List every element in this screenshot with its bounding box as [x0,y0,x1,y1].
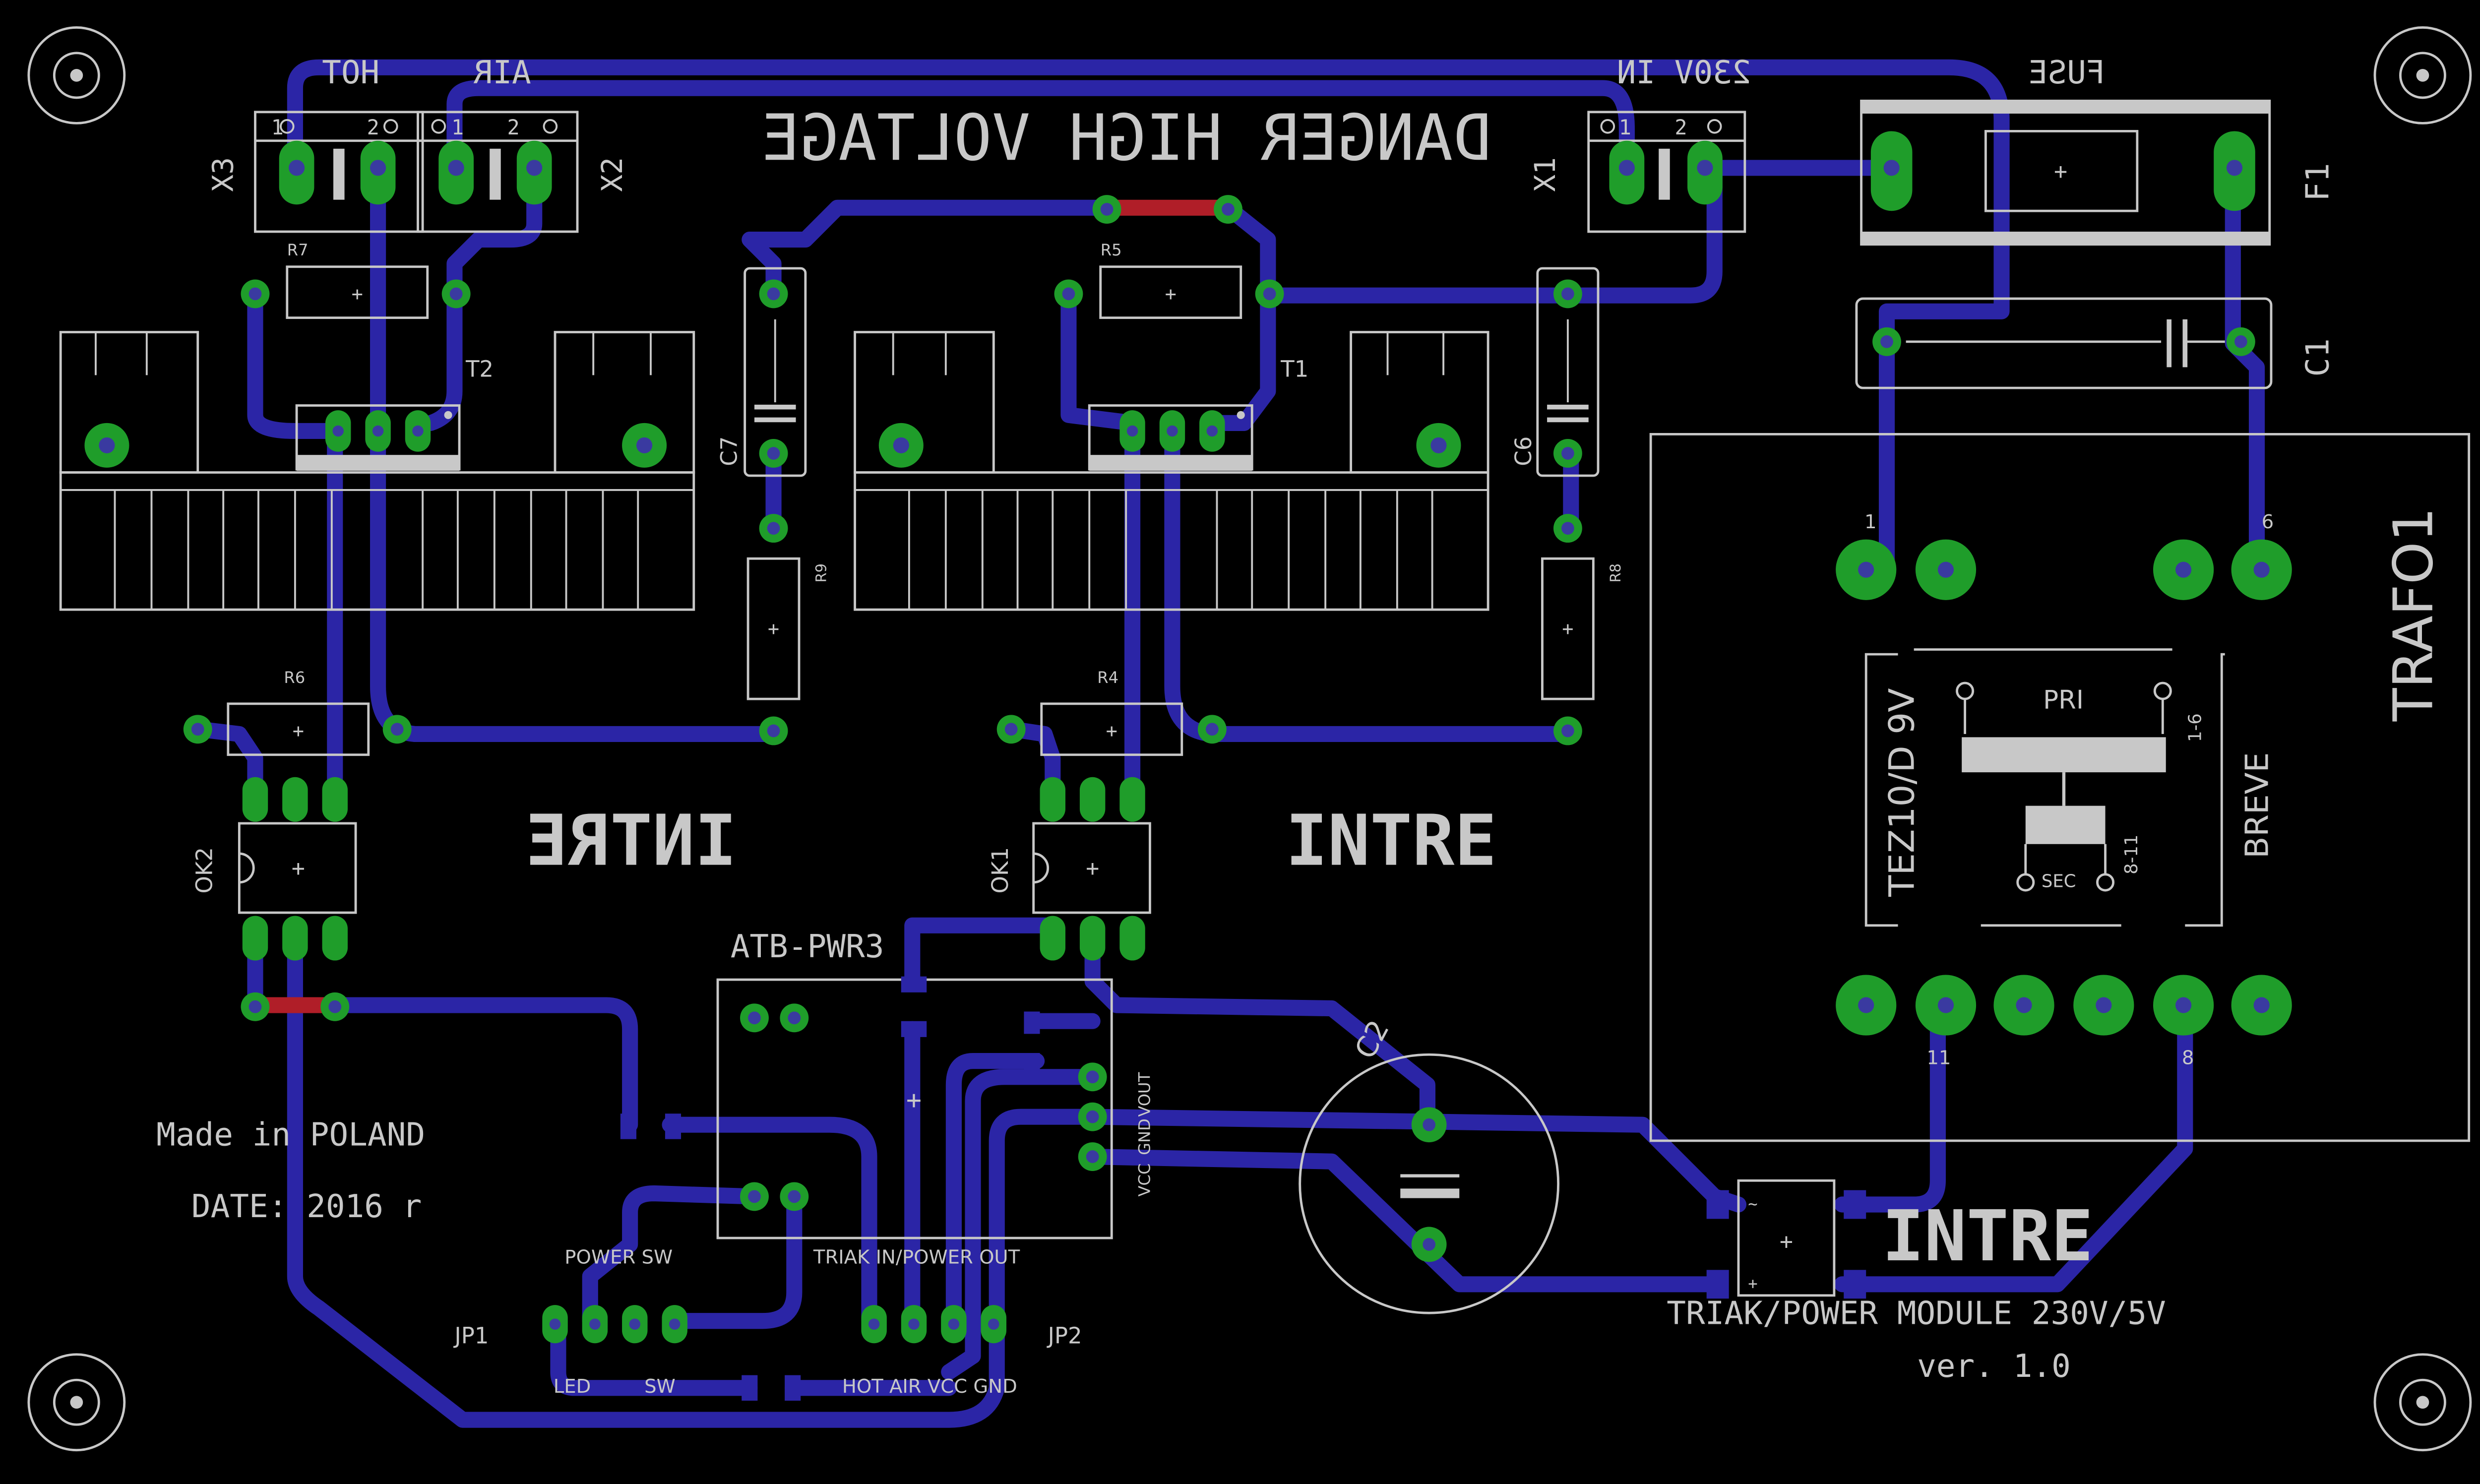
label-gnd-pin: GND [1135,1118,1154,1155]
label-version: ver. 1.0 [1917,1348,2071,1385]
label-t2: T2 [465,356,494,382]
label-breve: BREVE [2239,752,2276,859]
label-jp2: JP2 [1047,1322,1082,1349]
label-intre-2: INTRE [1882,1196,2093,1277]
label-r8: R8 [1607,563,1624,583]
heatsink-t2 [59,331,695,611]
label-triak-in-power-out: TRIAK IN/POWER OUT [813,1246,1020,1268]
x3-pin-2-label: 2 [367,115,379,139]
label-c7: C7 [716,436,743,466]
label-trafo-pin-6: 6 [2262,511,2274,533]
label-danger-high-voltage: DANGER HIGH VOLTAGE [761,101,1491,175]
label-pins-1-6: 1-6 [2185,713,2205,742]
label-intre-mirrored: INTRE [526,801,737,882]
label-x3: X3 [206,157,240,192]
label-230v-in: 230V IN [1617,54,1751,91]
label-x2: X2 [595,157,629,192]
x2-pin-2-label: 2 [507,115,520,139]
capacitor-c1 [1855,297,2273,389]
svg-text:+: + [352,283,363,305]
label-c1: C1 [2299,338,2337,376]
bridge-rectifier: + ~ + [1737,1179,1836,1297]
label-ok2: OK2 [191,847,218,894]
resistor-r5: + [1099,265,1242,319]
label-led: LED [554,1375,591,1398]
label-x1: X1 [1528,157,1562,192]
svg-text:+: + [768,618,779,640]
label-module-name: TRIAK/POWER MODULE 230V/5V [1667,1295,2166,1332]
mounting-hole-top-left [27,26,126,124]
label-sw: SW [644,1375,676,1398]
mounting-hole-bottom-right [2373,1353,2472,1452]
pads [84,131,2292,1401]
label-trafo-model: TEZ10/D 9V [1881,688,1922,897]
label-sec: SEC [2042,871,2076,892]
svg-text:~: ~ [1748,1194,1757,1213]
label-trafo-pin-8: 8 [2182,1047,2194,1069]
svg-text:+: + [1106,720,1117,742]
svg-text:+: + [293,720,304,742]
svg-text:+: + [1780,1229,1793,1255]
capacitor-c6 [1536,267,1600,477]
transformer-trafo1 [1649,433,2471,1142]
label-t1: T1 [1280,356,1308,382]
label-f1: F1 [2299,163,2337,201]
label-pins-8-11: 8-11 [2121,835,2142,874]
resistor-r6: + [227,702,370,756]
label-jp2-pins: HOT AIR VCC GND [842,1375,1017,1398]
label-atb-pwr3: ATB-PWR3 [731,928,884,965]
mounting-hole-bottom-left [27,1353,126,1452]
resistor-r9: + [746,557,801,700]
label-r7: R7 [287,241,309,259]
svg-text:+: + [2054,158,2067,185]
optocoupler-ok2: + [238,822,357,914]
label-date: DATE: 2016 r [191,1188,422,1225]
resistor-r4: + [1040,702,1183,756]
heatsink-t1 [854,331,1489,611]
silkscreen-labels: HOT AIR 230V IN FUSE DANGER HIGH VOLTAGE… [156,54,2445,1398]
label-fuse: FUSE [2029,54,2106,91]
label-vcc-pin: VCC [1135,1164,1154,1197]
resistor-r8: + [1541,557,1595,700]
label-trafo-pin-11: 11 [1926,1047,1951,1069]
label-trafo-pin-1: 1 [1864,511,1877,533]
label-power-sw: POWER SW [564,1246,673,1268]
resistor-r7: + [286,265,429,319]
x1-pin-1-label: 1 [1619,115,1631,139]
label-c6: C6 [1510,436,1537,466]
label-vout: VOUT [1135,1072,1154,1116]
svg-text:+: + [906,1086,922,1115]
mounting-hole-top-right [2373,26,2472,124]
fuse-f1: + [1860,99,2271,246]
terminal-x1: 1 2 [1587,111,1746,233]
svg-text:+: + [292,855,305,881]
label-made-in-poland: Made in POLAND [156,1116,425,1154]
label-hot: HOT [322,54,379,91]
x2-pin-1-label: 1 [451,115,464,139]
x1-pin-2-label: 2 [1674,115,1687,139]
label-r4: R4 [1097,668,1118,687]
bottom-copper-traces [191,59,2265,1428]
label-r9: R9 [813,563,830,583]
svg-text:+: + [1562,618,1573,640]
label-ok1: OK1 [987,847,1013,894]
label-air: AIR [473,54,531,91]
optocoupler-ok1: + [1032,822,1151,914]
capacitor-c2 [1299,1053,1560,1314]
label-pri: PRI [2043,685,2084,715]
label-trafo1: TRAFO1 [2382,507,2445,722]
label-r5: R5 [1101,241,1122,259]
label-r6: R6 [284,668,305,687]
svg-text:+: + [1748,1274,1757,1293]
label-jp1: JP1 [453,1322,489,1349]
svg-text:+: + [1165,283,1177,305]
terminal-x3: 1 2 [254,111,424,233]
terminal-x2: 1 2 [417,111,579,233]
capacitor-c7 [744,267,807,477]
label-intre-1: INTRE [1286,801,1497,882]
svg-text:+: + [1086,855,1099,881]
x3-pin-1-label: 1 [271,115,284,139]
